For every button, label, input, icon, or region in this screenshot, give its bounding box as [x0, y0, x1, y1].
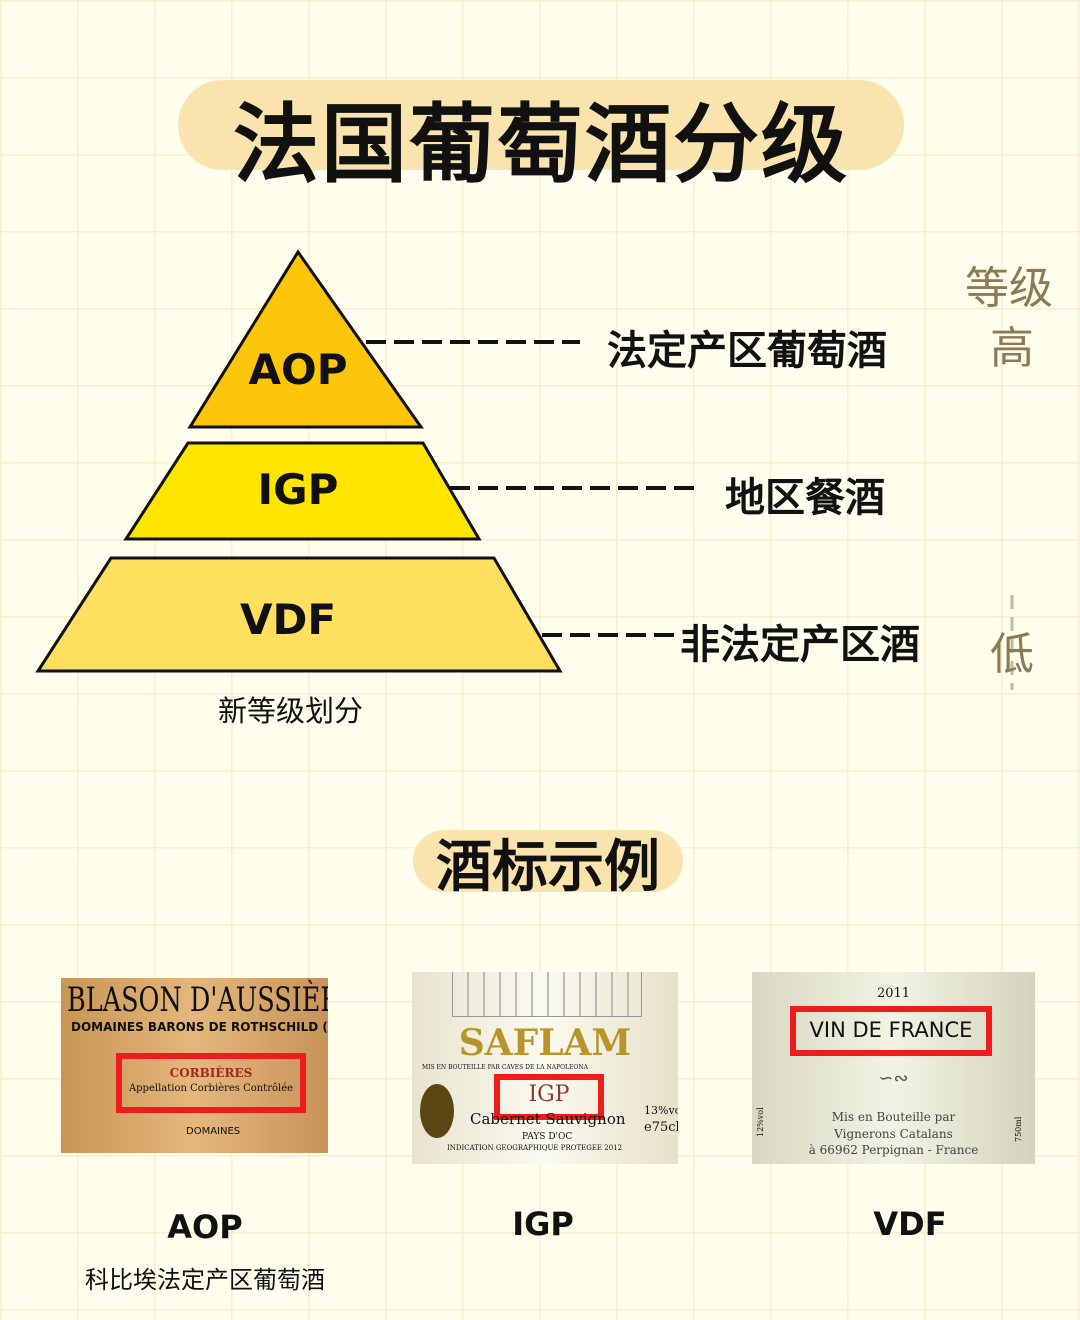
label-text: 750ml — [1014, 1116, 1023, 1142]
title-highlight — [178, 80, 904, 170]
label-text: à 66962 Perpignan - France — [808, 1143, 979, 1157]
label-text: CORBIÈRES — [169, 1066, 253, 1080]
label-text: 2011 — [876, 986, 911, 1001]
label-text: BLASON D'AUSSIÈR — [67, 980, 328, 1020]
page-title: 法国葡萄酒分级 — [233, 95, 849, 195]
label-text: INDICATION GEOGRAPHIQUE PROTEGEE 2012 — [447, 1144, 623, 1152]
tier-vdf-label: VDF — [239, 595, 337, 644]
label-text: Vignerons Catalans — [834, 1127, 953, 1141]
pyramid-caption: 新等级划分 — [218, 694, 364, 728]
pyramid — [35, 249, 1014, 690]
label-text: SAFLAM — [458, 1022, 632, 1064]
label-text: PAYS D'OC — [522, 1132, 573, 1142]
scale-high: 高 — [990, 323, 1034, 374]
tier-vdf-shape — [35, 556, 563, 673]
label-image-aop: BLASON D'AUSSIÈR DOMAINES BARONS DE ROTH… — [61, 978, 328, 1153]
label-text: 12%vol — [756, 1107, 765, 1137]
label-text: DOMAINES — [186, 1126, 241, 1137]
label-image-igp: SAFLAM MIS EN BOUTEILLE PAR CAVES DE LA … — [412, 972, 678, 1164]
tier-aop-label: AOP — [248, 345, 348, 394]
example-aop-note: 科比埃法定产区葡萄酒 — [85, 1266, 325, 1294]
label-text: 13%vol — [644, 1104, 678, 1117]
tier-vdf-desc: 非法定产区酒 — [680, 622, 920, 668]
label-text: Appellation Corbières Contrôlée — [128, 1083, 294, 1094]
label-text: Cabernet Sauvignon — [470, 1110, 626, 1128]
tier-aop-desc: 法定产区葡萄酒 — [607, 328, 887, 374]
tier-igp-shape — [123, 441, 482, 541]
label-image-vdf: 2011 VIN DE FRANCE ∽∾ Mis en Bouteille p… — [752, 972, 1035, 1164]
examples-title-highlight — [413, 830, 683, 892]
label-text: IGP — [528, 1082, 570, 1107]
example-vdf-caption: VDF — [873, 1205, 947, 1243]
label-text: Mis en Bouteille par — [831, 1110, 956, 1124]
tier-aop-shape — [187, 249, 424, 429]
tier-igp-desc: 地区餐酒 — [725, 475, 885, 521]
label-text: DOMAINES BARONS DE ROTHSCHILD (L — [71, 1020, 328, 1034]
label-text: VIN DE FRANCE — [809, 1018, 973, 1042]
example-aop-caption: AOP — [167, 1208, 243, 1246]
scale-title: 等级 — [965, 263, 1053, 314]
examples-title: 酒标示例 — [436, 835, 660, 900]
label-text: MIS EN BOUTEILLE PAR CAVES DE LA NAPOLEO… — [422, 1064, 588, 1071]
scale-low: 低 — [990, 629, 1034, 680]
tier-igp-label: IGP — [257, 465, 339, 514]
label-text: e75cl — [644, 1120, 678, 1135]
example-igp-caption: IGP — [512, 1205, 574, 1243]
